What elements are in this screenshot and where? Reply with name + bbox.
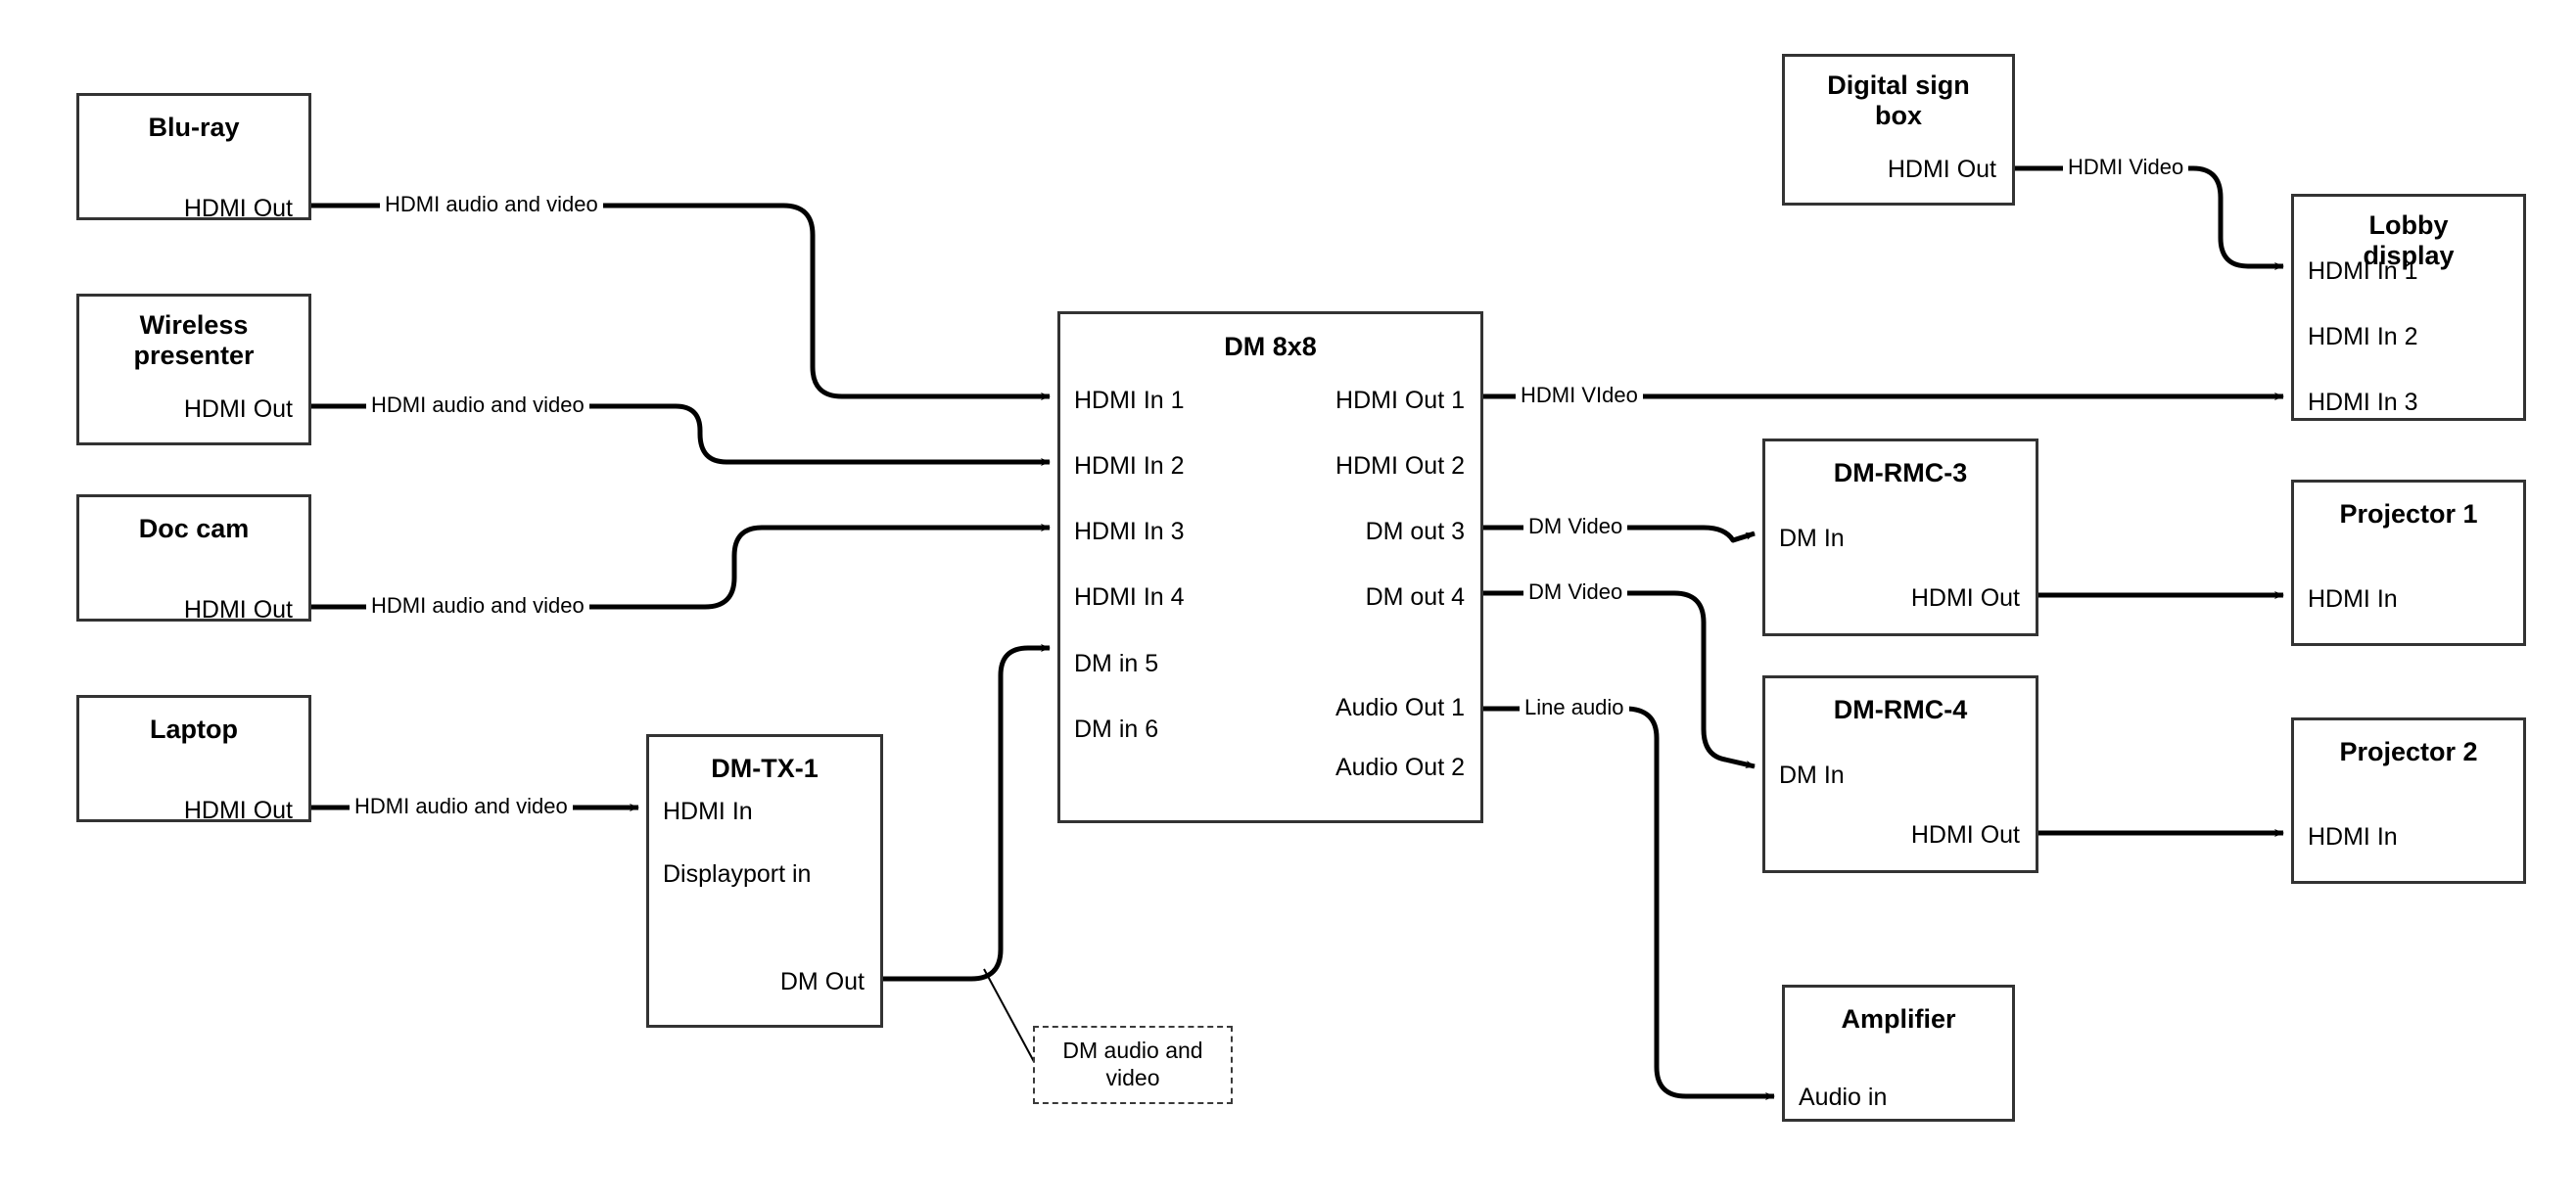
node-projector-1-port-hdmi-in: HDMI In [2308,585,2398,613]
node-dm-rmc-3-title: DM-RMC-3 [1833,458,1968,487]
node-amplifier-port-audio-in: Audio in [1799,1084,1888,1111]
node-dm-8x8-input-6: DM in 6 [1074,716,1159,743]
node-dm-8x8-output-2: HDMI Out 2 [1335,452,1465,480]
node-projector-2-port-hdmi-in: HDMI In [2308,823,2398,851]
wire-label-doccam-to-dm8x8: HDMI audio and video [366,593,589,619]
node-lobby-display-input-3: HDMI In 3 [2308,389,2418,416]
node-projector-2[interactable]: Projector 2 HDMI In [2291,717,2526,884]
node-digital-sign-box-title: Digital sign box [1827,70,1970,131]
node-dm-tx-1[interactable]: DM-TX-1 HDMI In Displayport in DM Out [646,734,883,1028]
wire-dm8x8-to-dmrmc4 [1483,590,1756,769]
node-bluray[interactable]: Blu-ray HDMI Out [76,93,311,222]
wire-label-wireless-to-dm8x8: HDMI audio and video [366,393,589,418]
node-amplifier-title: Amplifier [1841,1004,1956,1034]
node-projector-1-title: Projector 1 [2339,499,2478,529]
node-doc-cam[interactable]: Doc cam HDMI Out [76,494,311,624]
wire-label-dm8x8-to-dmrmc3: DM Video [1523,514,1628,539]
node-wireless-presenter-title: Wireless presenter [133,310,255,371]
node-wireless-presenter-port-hdmi-out: HDMI Out [183,395,293,423]
node-dm-tx-1-port-displayport-in: Displayport in [663,860,812,888]
node-laptop-port-hdmi-out: HDMI Out [183,797,293,824]
wire-label-dm8x8-to-amplifier: Line audio [1520,695,1629,720]
node-projector-2-title: Projector 2 [2339,737,2478,766]
node-dm-tx-1-title: DM-TX-1 [711,754,819,783]
node-bluray-title: Blu-ray [148,113,240,142]
wire-label-dm8x8-to-dmrmc4: DM Video [1523,579,1628,605]
wire-label-dm8x8-to-lobby: HDMI VIdeo [1516,383,1643,408]
node-laptop[interactable]: Laptop HDMI Out [76,695,311,824]
callout-text: DM audio and video [1062,1038,1203,1090]
node-dm-rmc-4-title: DM-RMC-4 [1833,695,1968,724]
node-lobby-display-input-1: HDMI In 1 [2308,257,2418,285]
node-dm-tx-1-port-hdmi-in: HDMI In [663,798,753,825]
node-dm-rmc-4[interactable]: DM-RMC-4 DM In HDMI Out [1762,675,2038,873]
node-dm-8x8-title: DM 8x8 [1224,332,1317,361]
node-amplifier[interactable]: Amplifier Audio in [1782,985,2015,1122]
node-dm-8x8-input-5: DM in 5 [1074,650,1159,677]
node-dm-8x8-output-1: HDMI Out 1 [1335,387,1465,414]
wire-sign-to-lobby [2013,165,2284,270]
node-wireless-presenter[interactable]: Wireless presenter HDMI Out [76,294,311,445]
node-dm-8x8-output-6: Audio Out 2 [1335,754,1465,781]
wire-dmtx1-to-dm8x8 [883,644,1051,982]
node-dm-8x8-input-3: HDMI In 3 [1074,518,1185,545]
node-dm-8x8-output-3: DM out 3 [1365,518,1465,545]
node-laptop-title: Laptop [150,715,238,744]
wire-label-laptop-to-dmtx1: HDMI audio and video [350,794,573,819]
wire-dm8x8-to-amplifier [1483,706,1775,1100]
node-dm-8x8-input-4: HDMI In 4 [1074,583,1185,611]
node-dm-rmc-3[interactable]: DM-RMC-3 DM In HDMI Out [1762,439,2038,636]
node-dm-rmc-3-port-dm-in: DM In [1779,525,1845,552]
node-dm-8x8-input-2: HDMI In 2 [1074,452,1185,480]
wire-label-bluray-to-dm8x8: HDMI audio and video [380,192,603,217]
callout-dm-audio-and-video: DM audio and video [1033,1026,1233,1104]
callout-leader-line [983,968,1039,1070]
node-dm-rmc-4-port-hdmi-out: HDMI Out [1910,821,2020,849]
node-dm-rmc-3-port-hdmi-out: HDMI Out [1910,584,2020,612]
node-dm-tx-1-port-dm-out: DM Out [779,968,865,995]
node-digital-sign-box-real[interactable]: Digital sign box HDMI Out [1782,54,2015,206]
node-lobby-display[interactable]: Lobby display HDMI In 1 HDMI In 2 HDMI I… [2291,194,2526,421]
node-dm-8x8-input-1: HDMI In 1 [1074,387,1185,414]
node-dm-rmc-4-port-dm-in: DM In [1779,762,1845,789]
wire-label-sign-to-lobby: HDMI Video [2063,155,2189,180]
node-dm-8x8-output-4: DM out 4 [1365,583,1465,611]
node-dm-8x8-output-5: Audio Out 1 [1335,694,1465,721]
node-projector-1[interactable]: Projector 1 HDMI In [2291,480,2526,646]
wire-bluray-to-dm8x8 [311,203,1051,400]
node-lobby-display-input-2: HDMI In 2 [2308,323,2418,350]
node-doc-cam-title: Doc cam [138,514,250,543]
node-doc-cam-port-hdmi-out: HDMI Out [183,596,293,624]
node-dm-8x8[interactable]: DM 8x8 HDMI In 1 HDMI In 2 HDMI In 3 HDM… [1057,311,1483,823]
node-digital-sign-box-port-hdmi-out: HDMI Out [1887,156,1996,183]
node-bluray-port-hdmi-out: HDMI Out [183,195,293,222]
node-lobby-display-title: Lobby display [2363,210,2455,271]
